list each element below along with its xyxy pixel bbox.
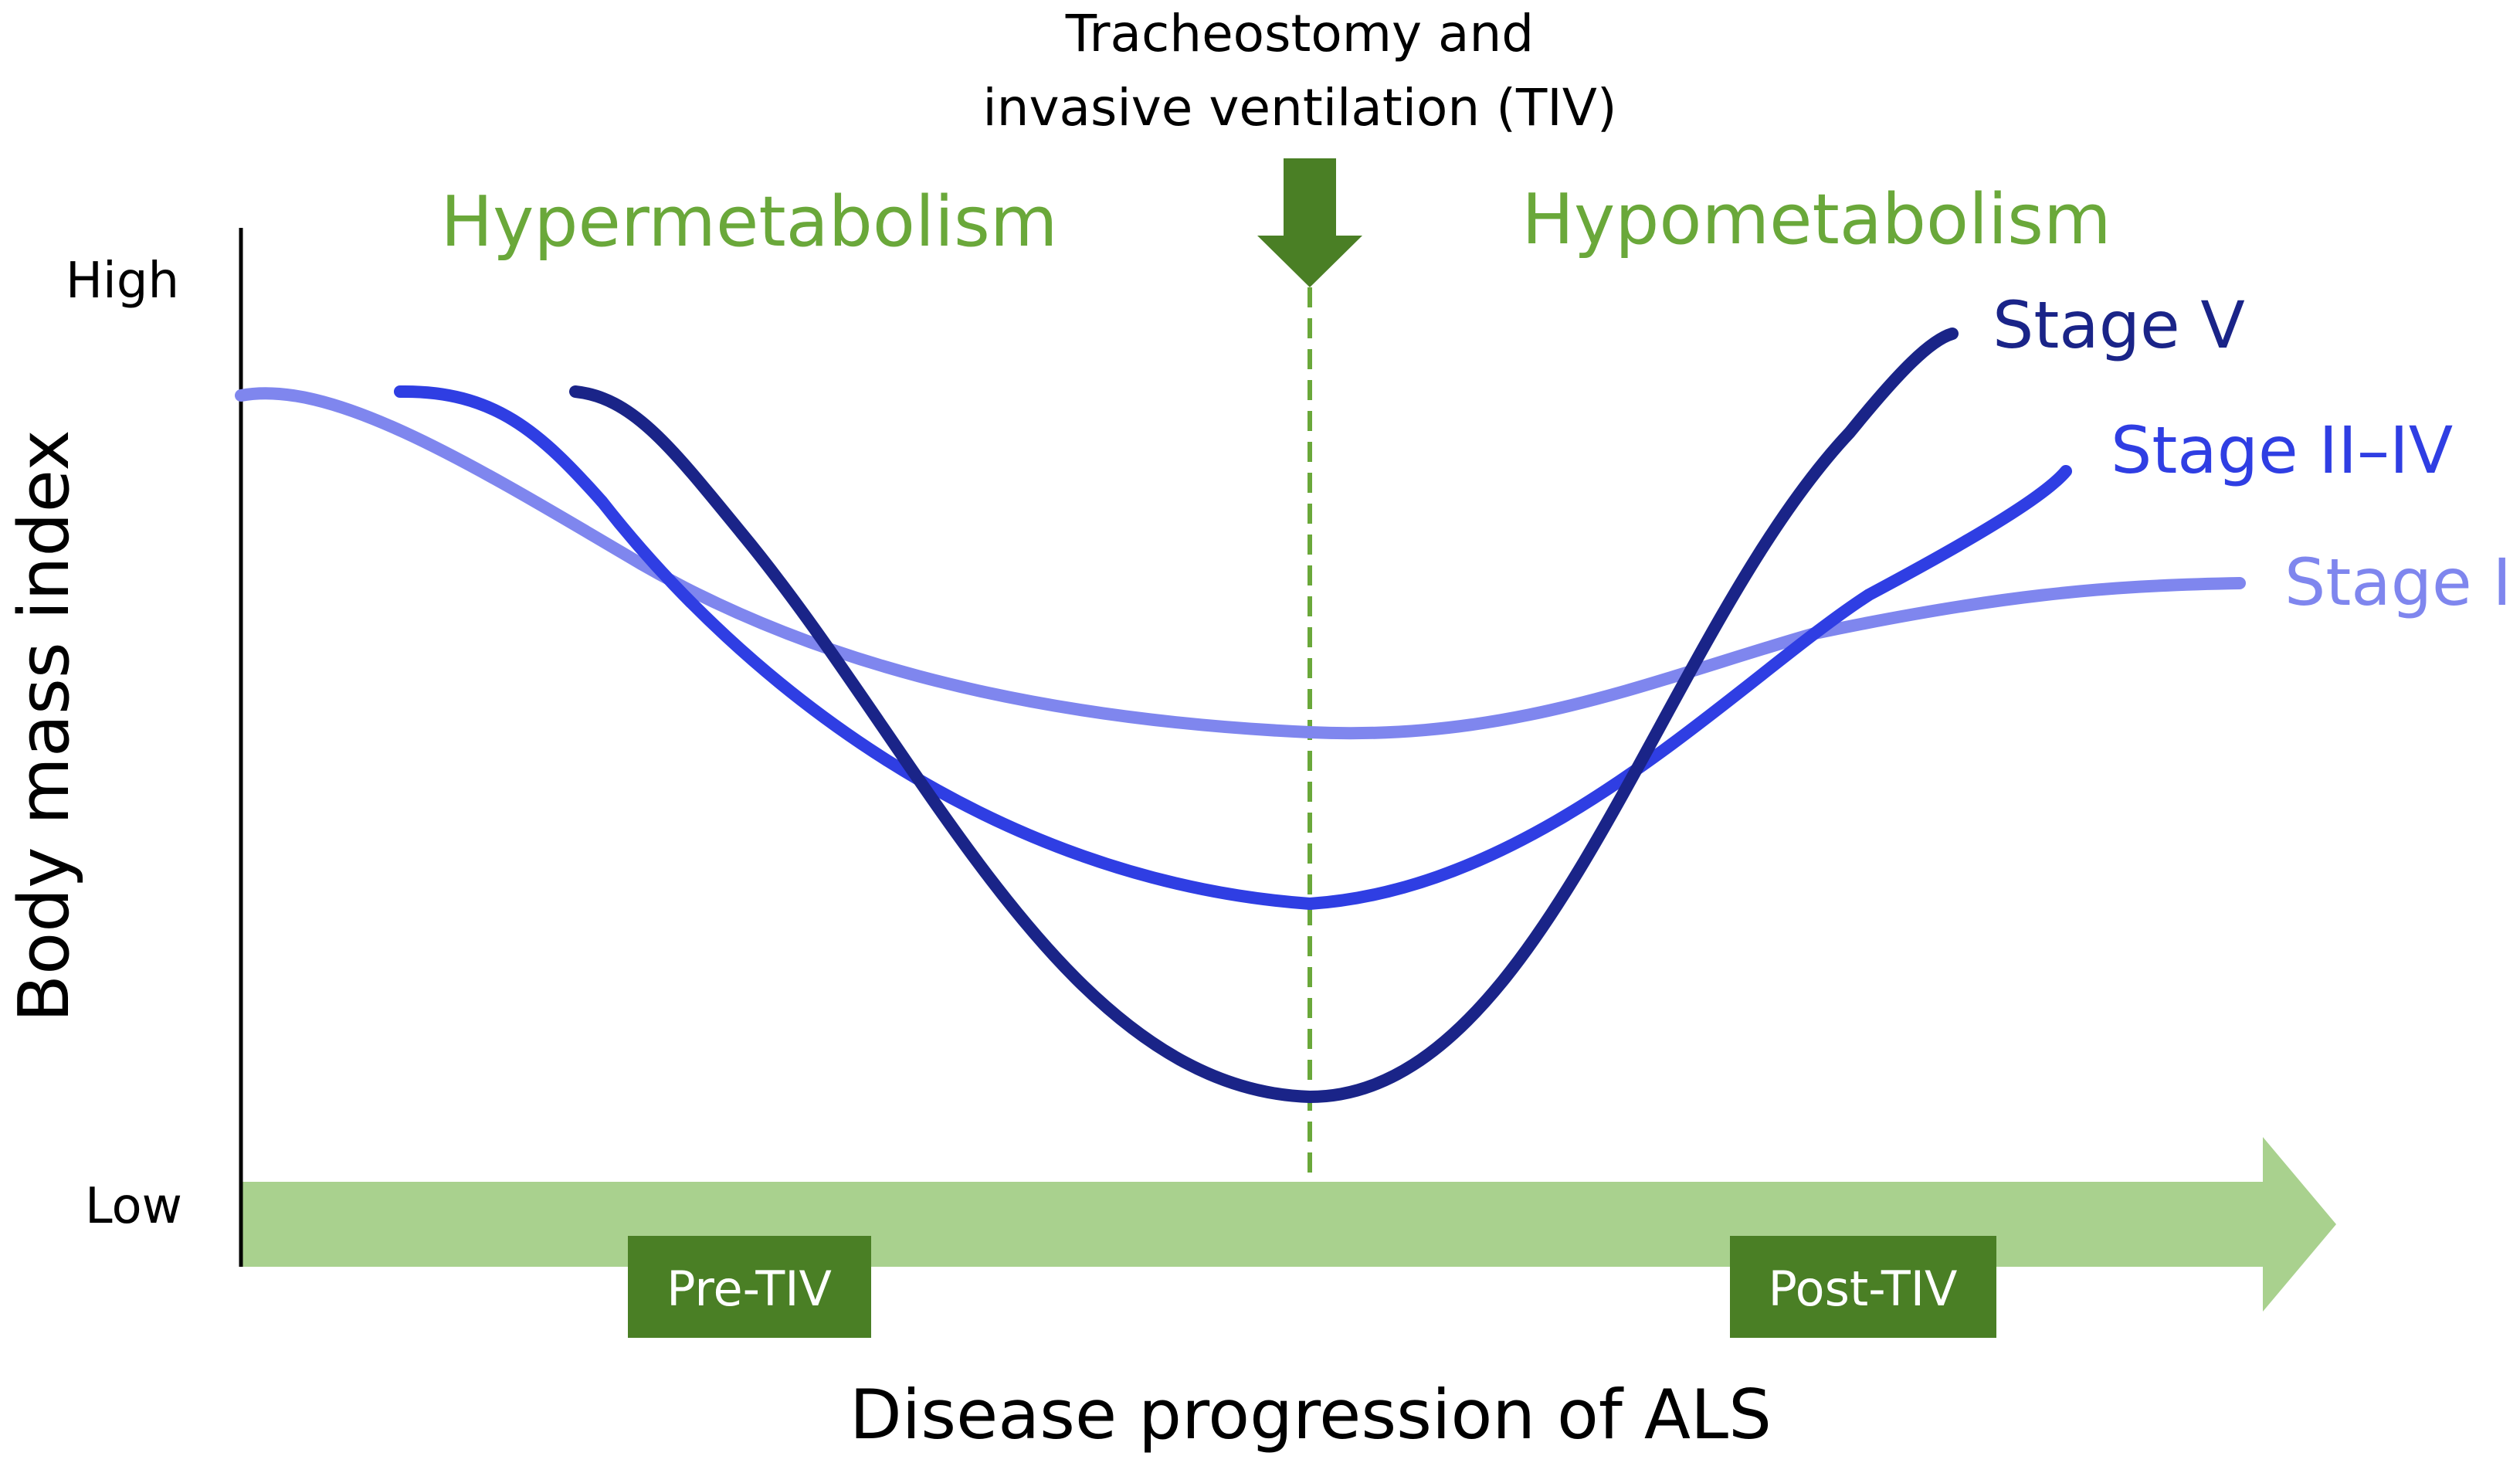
curve-stage-5 — [569, 328, 1959, 1104]
pre-tiv-box — [628, 1236, 871, 1338]
tiv-annotation-line1: Tracheostomy and — [1065, 4, 1534, 63]
phase-hypermetabolism: Hypermetabolism — [440, 182, 1057, 263]
x-axis-title: Disease progression of ALS — [850, 1375, 1772, 1454]
progression-arrow — [241, 1137, 2336, 1312]
curve-stage-1 — [235, 387, 2246, 740]
tiv-arrow-icon — [1257, 158, 1362, 287]
curve-label-stage-2-4: Stage II–IV — [2111, 412, 2453, 488]
y-high-label: High — [66, 253, 179, 310]
phase-hypometabolism: Hypometabolism — [1521, 179, 2111, 260]
curve-stage-2-4 — [394, 385, 2072, 911]
tiv-annotation-line2: invasive ventilation (TIV) — [982, 78, 1616, 137]
y-axis-title: Body mass index — [4, 429, 85, 1022]
curve-label-stage-5: Stage V — [1993, 287, 2245, 363]
post-tiv-box — [1730, 1236, 1996, 1338]
pre-tiv-label: Pre-TIV — [666, 1261, 832, 1317]
post-tiv-label: Post-TIV — [1769, 1261, 1958, 1317]
curve-label-stage-1: Stage I — [2284, 545, 2512, 620]
y-low-label: Low — [85, 1178, 182, 1235]
